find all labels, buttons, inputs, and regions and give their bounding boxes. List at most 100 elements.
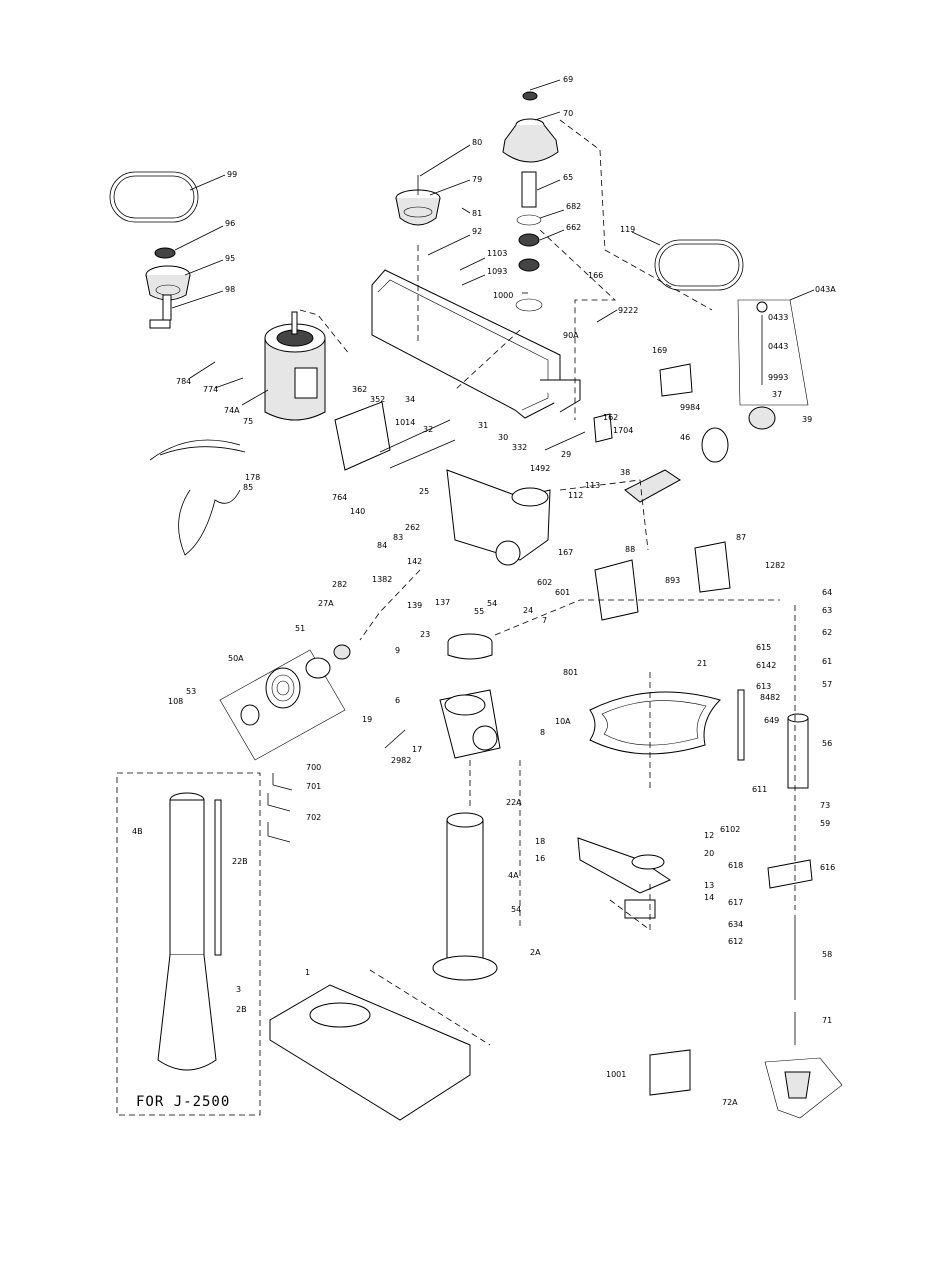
callout-75: 75 [243, 417, 253, 426]
callout-87: 87 [736, 533, 746, 542]
callout-1282: 1282 [765, 561, 785, 570]
callout-14: 14 [704, 893, 714, 902]
callout-108: 108 [168, 697, 183, 706]
parts-drawing [109, 91, 843, 1121]
callout-801: 801 [563, 668, 578, 677]
callout-74A: 74A [224, 406, 240, 415]
hex-key-702 [267, 822, 291, 843]
callout-169: 169 [652, 346, 667, 355]
table-21 [589, 691, 721, 755]
table-arm [577, 837, 672, 894]
spring-cover-46 [701, 427, 729, 463]
callout-85: 85 [243, 483, 253, 492]
callout-24: 24 [523, 606, 533, 615]
callout-6102: 6102 [720, 825, 740, 834]
callout-22B: 22B [232, 857, 248, 866]
callout-332: 332 [512, 443, 527, 452]
callout-9222: 9222 [618, 306, 638, 315]
callout-649: 649 [764, 716, 779, 725]
callout-162: 162 [603, 413, 618, 422]
bearing-96 [154, 247, 176, 259]
callout-56: 56 [822, 739, 832, 748]
callout-22A: 22A [506, 798, 522, 807]
callout-96: 96 [225, 219, 235, 228]
callout-140: 140 [350, 507, 365, 516]
callout-6: 6 [395, 696, 400, 705]
callout-178: 178 [245, 473, 260, 482]
callout-55: 55 [474, 607, 484, 616]
motor-mount-1001 [649, 1049, 691, 1096]
callout-166: 166 [588, 271, 603, 280]
callout-113: 113 [585, 481, 600, 490]
callout-634: 634 [728, 920, 743, 929]
callout-1: 1 [305, 968, 310, 977]
callout-1001: 1001 [606, 1070, 626, 1079]
callout-54b: 54 [511, 905, 521, 914]
hex-key-700 [272, 773, 293, 791]
depth-stop-617 [767, 859, 813, 889]
coil-spring-50A [265, 667, 301, 709]
callout-142: 142 [407, 557, 422, 566]
inset-frame [116, 772, 261, 1116]
callout-31: 31 [478, 421, 488, 430]
callout-25: 25 [419, 487, 429, 496]
callout-702: 702 [306, 813, 321, 822]
switch-cover-88 [594, 559, 639, 621]
callout-88: 88 [625, 545, 635, 554]
callout-1000: 1000 [493, 291, 513, 300]
callout-362: 362 [352, 385, 367, 394]
callout-4A: 4A [508, 871, 519, 880]
callout-30: 30 [498, 433, 508, 442]
column-base-2A [432, 955, 498, 981]
callout-10A: 10A [555, 717, 571, 726]
pinion-38 [624, 469, 681, 503]
callout-9993: 9993 [768, 373, 788, 382]
callout-27A: 27A [318, 599, 334, 608]
callout-9984: 9984 [680, 403, 700, 412]
spindle-sleeve-65 [521, 171, 537, 208]
pinion-shaft-29 [544, 431, 586, 451]
chuck-72A [784, 1071, 811, 1099]
callout-8: 8 [540, 728, 545, 737]
callout-34: 34 [405, 395, 415, 404]
callout-83: 83 [393, 533, 403, 542]
callout-70: 70 [563, 109, 573, 118]
callout-51: 51 [295, 624, 305, 633]
nut-69 [522, 91, 538, 101]
callout-37: 37 [772, 390, 782, 399]
callout-6142: 6142 [756, 661, 776, 670]
callout-9: 9 [395, 646, 400, 655]
callout-84: 84 [377, 541, 387, 550]
callout-99: 99 [227, 170, 237, 179]
long-column-4B [169, 799, 205, 956]
callout-19: 19 [362, 715, 372, 724]
callout-139: 139 [407, 601, 422, 610]
callout-4B: 4B [132, 827, 143, 836]
base-1 [269, 984, 471, 1121]
callout-1704: 1704 [613, 426, 633, 435]
callout-7: 7 [542, 616, 547, 625]
callout-80: 80 [472, 138, 482, 147]
callout-2982: 2982 [391, 756, 411, 765]
callout-98: 98 [225, 285, 235, 294]
callout-1014: 1014 [395, 418, 415, 427]
callout-90A: 90A [563, 331, 579, 340]
callout-112: 112 [568, 491, 583, 500]
callout-38: 38 [620, 468, 630, 477]
callout-1382: 1382 [372, 575, 392, 584]
callout-50A: 50A [228, 654, 244, 663]
part-callouts: 69 70 80 79 65 81 682 662 92 1103 1093 1… [132, 75, 836, 1110]
callout-79: 79 [472, 175, 482, 184]
cord-75 [149, 439, 246, 461]
rod-32 [379, 419, 451, 453]
callout-2B: 2B [236, 1005, 247, 1014]
callout-262: 262 [405, 523, 420, 532]
rack-649 [737, 689, 745, 761]
callout-700: 700 [306, 763, 321, 772]
callout-63: 63 [822, 606, 832, 615]
callout-662: 662 [566, 223, 581, 232]
callout-352: 352 [370, 395, 385, 404]
callout-617: 617 [728, 898, 743, 907]
callout-612: 612 [728, 937, 743, 946]
